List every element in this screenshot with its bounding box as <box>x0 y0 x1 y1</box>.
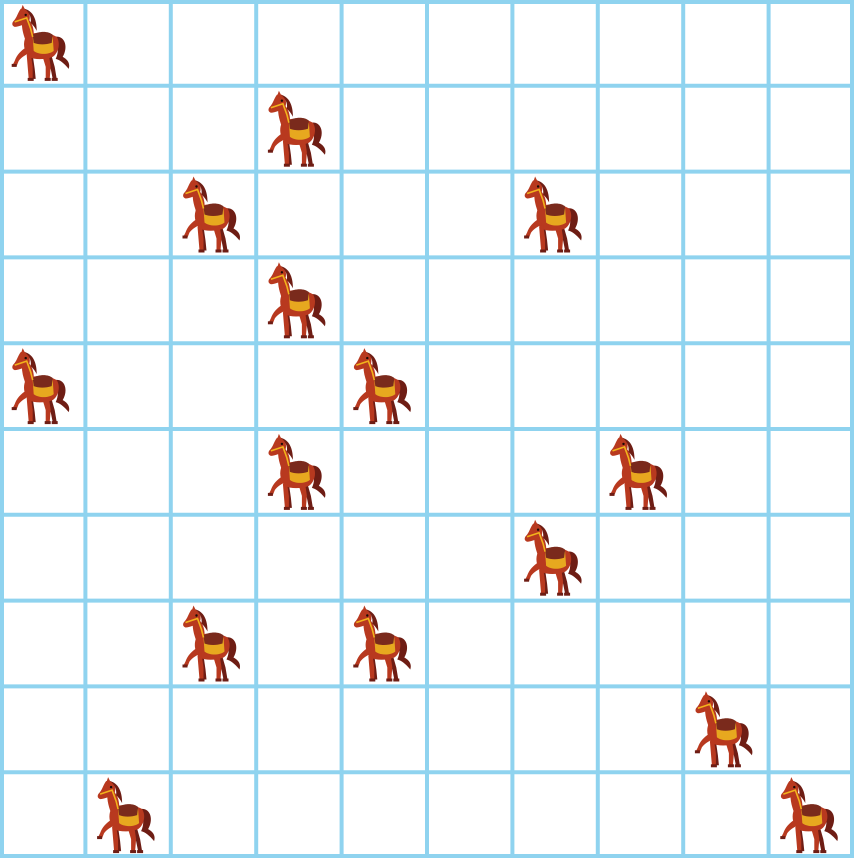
game-board: .board-bg{fill:#ffffff}.body-fill{fill:#… <box>0 0 854 858</box>
